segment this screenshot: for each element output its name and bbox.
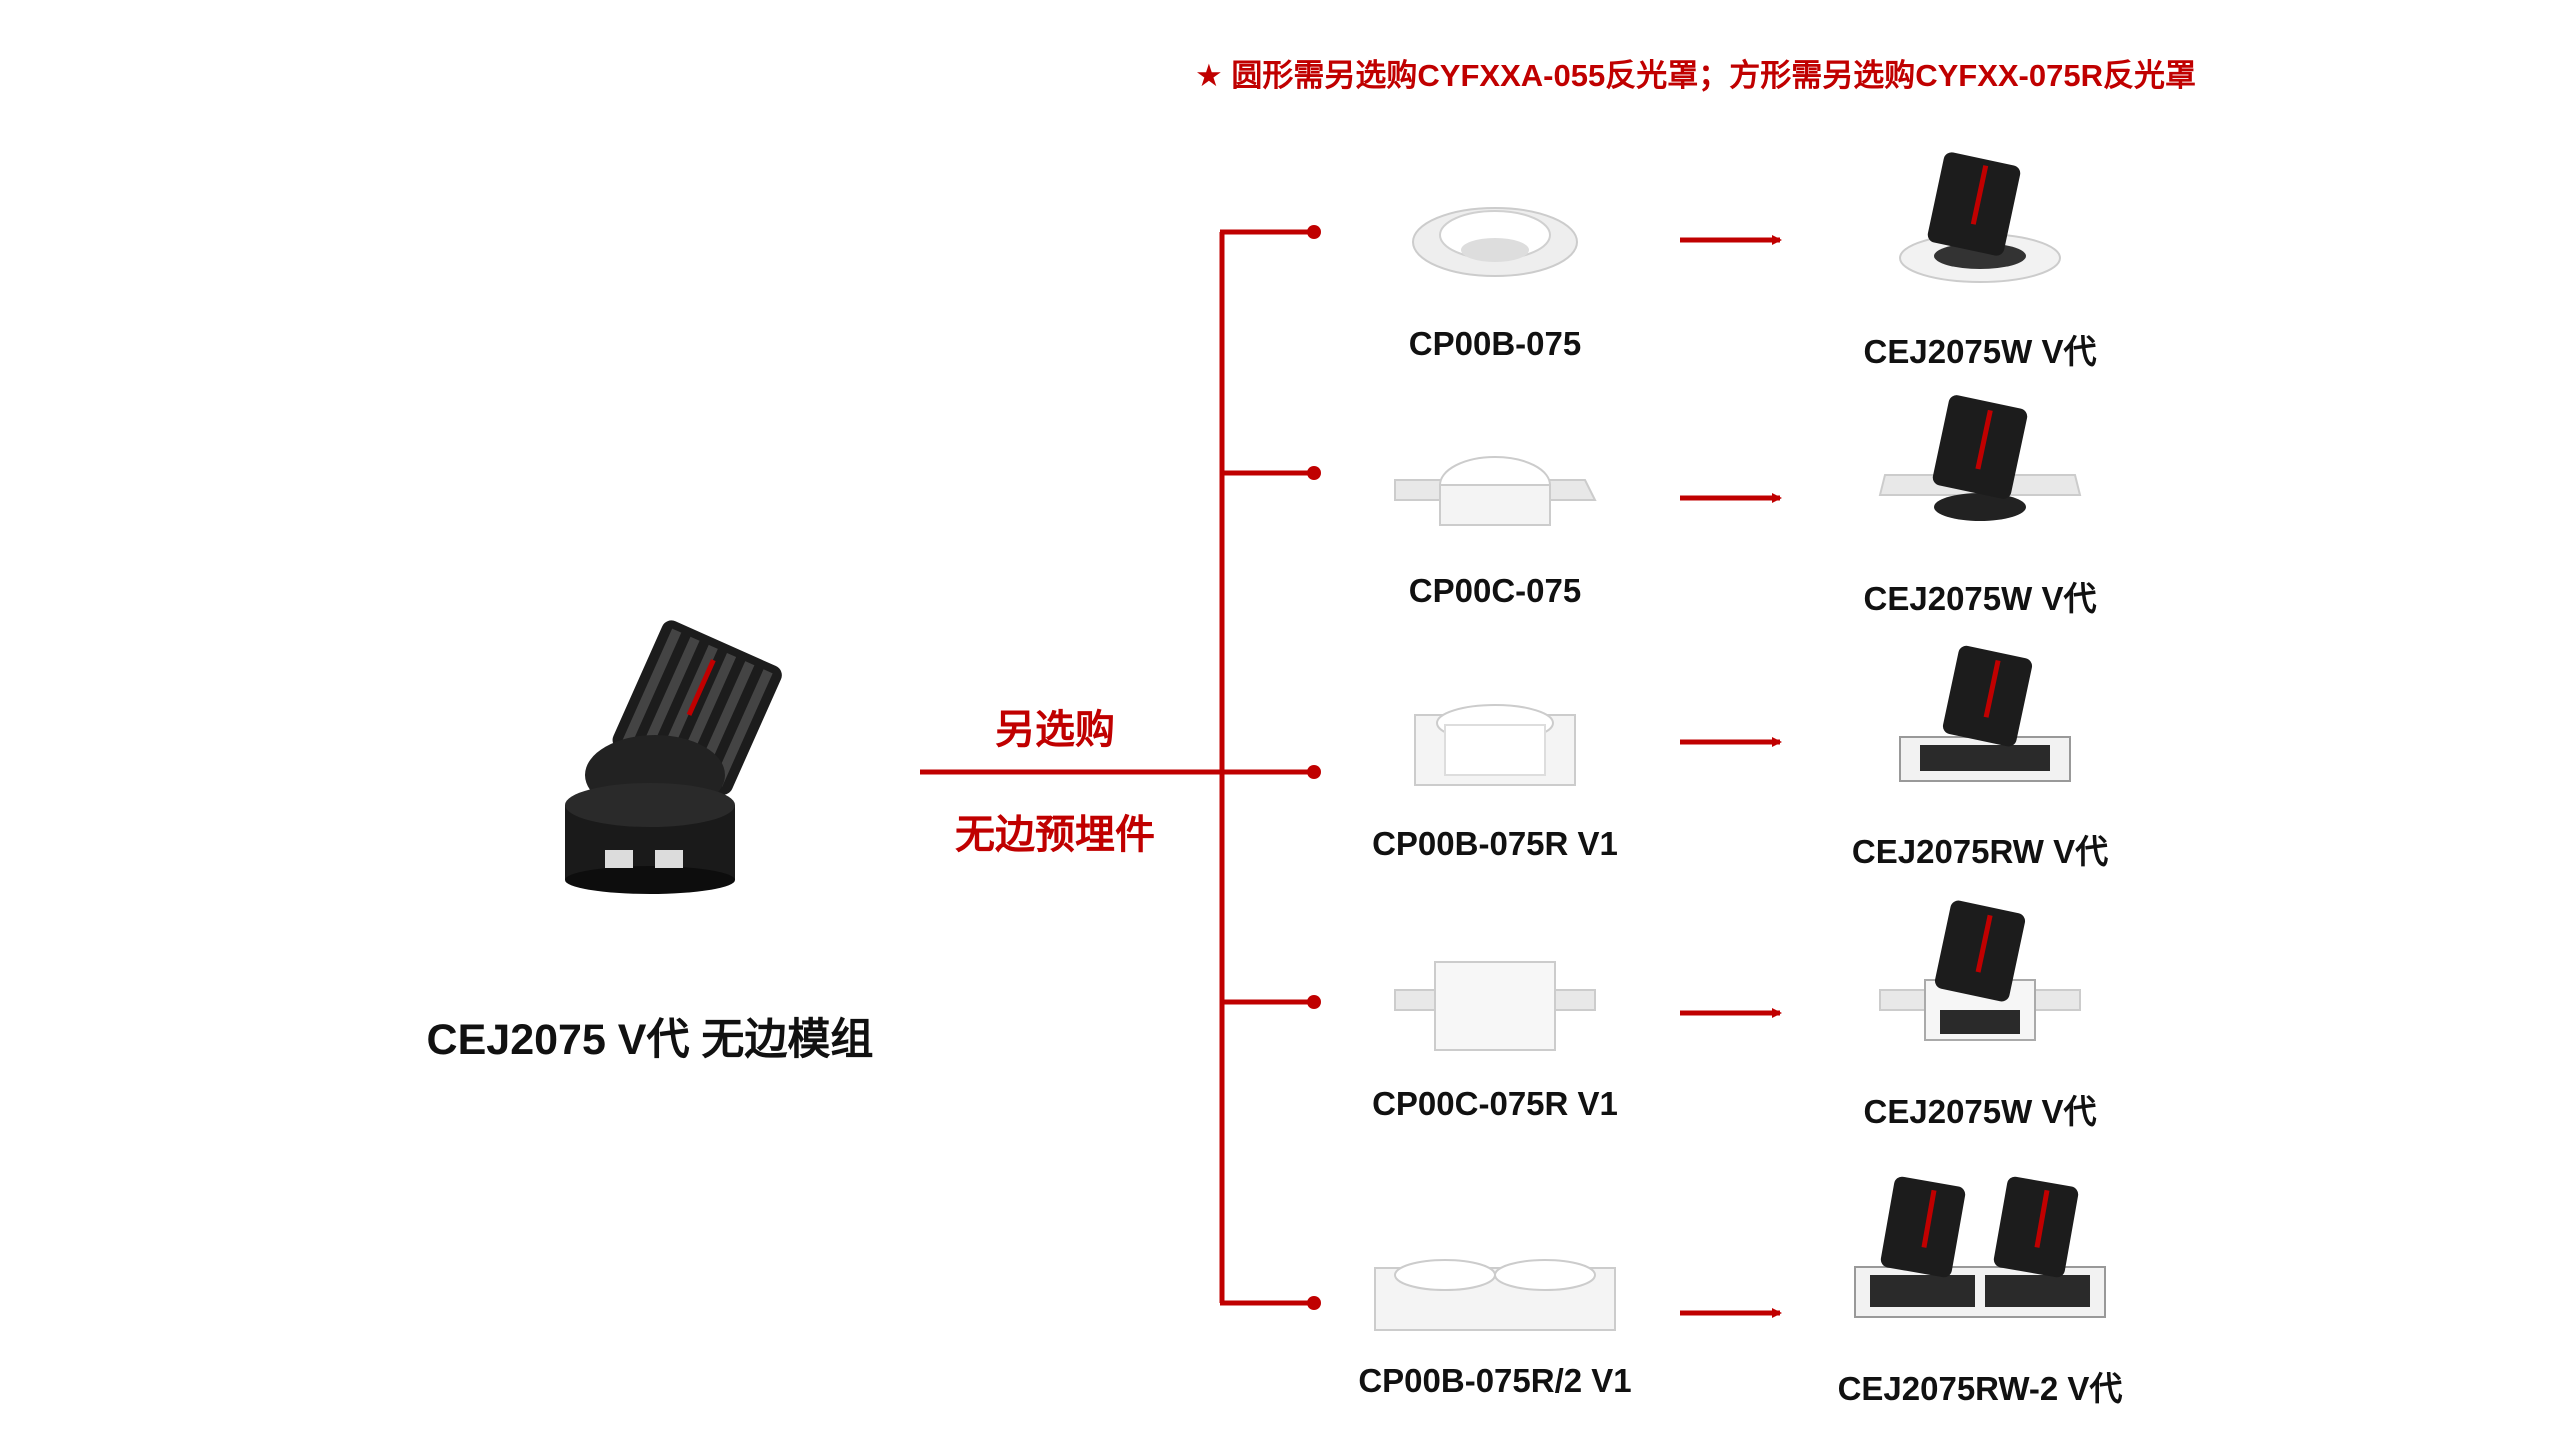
branch-label-purchase: 另选购 bbox=[995, 708, 1115, 752]
result-image-2 bbox=[1899, 645, 2071, 782]
result-label-2: CEJ2075RW V代 bbox=[1851, 833, 2109, 870]
branch-2 bbox=[1220, 765, 1321, 779]
branch-3 bbox=[1220, 995, 1321, 1009]
result-label-3: CEJ2075W V代 bbox=[1863, 1093, 2097, 1130]
kit-image-4 bbox=[1374, 1259, 1616, 1331]
branch-1 bbox=[1220, 466, 1321, 480]
main-module-image bbox=[565, 620, 782, 894]
kit-image-2 bbox=[1414, 704, 1576, 786]
kit-image-3 bbox=[1394, 961, 1596, 1051]
main-module-title: CEJ2075 V代 无边模组 bbox=[426, 1016, 874, 1064]
reflector-note: ★ 圆形需另选购CYFXXA-055反光罩；方形需另选购CYFXX-075R反光… bbox=[1195, 58, 2196, 93]
result-image-3 bbox=[1879, 900, 2081, 1041]
kit-image-0 bbox=[1412, 207, 1578, 277]
result-label-4: CEJ2075RW-2 V代 bbox=[1837, 1370, 2123, 1407]
kit-image-1 bbox=[1394, 456, 1597, 526]
result-label-1: CEJ2075W V代 bbox=[1863, 580, 2097, 617]
branch-0 bbox=[1220, 225, 1321, 239]
result-image-0 bbox=[1899, 152, 2061, 283]
kit-label-1: CP00C-075 bbox=[1408, 572, 1582, 609]
result-image-4 bbox=[1854, 1176, 2106, 1318]
branch-label-housing: 无边预埋件 bbox=[955, 813, 1155, 857]
kit-label-2: CP00B-075R V1 bbox=[1372, 825, 1618, 862]
kit-label-3: CP00C-075R V1 bbox=[1372, 1085, 1618, 1122]
result-image-1 bbox=[1878, 395, 2082, 521]
kit-label-0: CP00B-075 bbox=[1408, 325, 1582, 362]
branch-4 bbox=[1220, 1296, 1321, 1310]
result-label-0: CEJ2075W V代 bbox=[1863, 333, 2097, 370]
kit-label-4: CP00B-075R/2 V1 bbox=[1358, 1362, 1632, 1399]
